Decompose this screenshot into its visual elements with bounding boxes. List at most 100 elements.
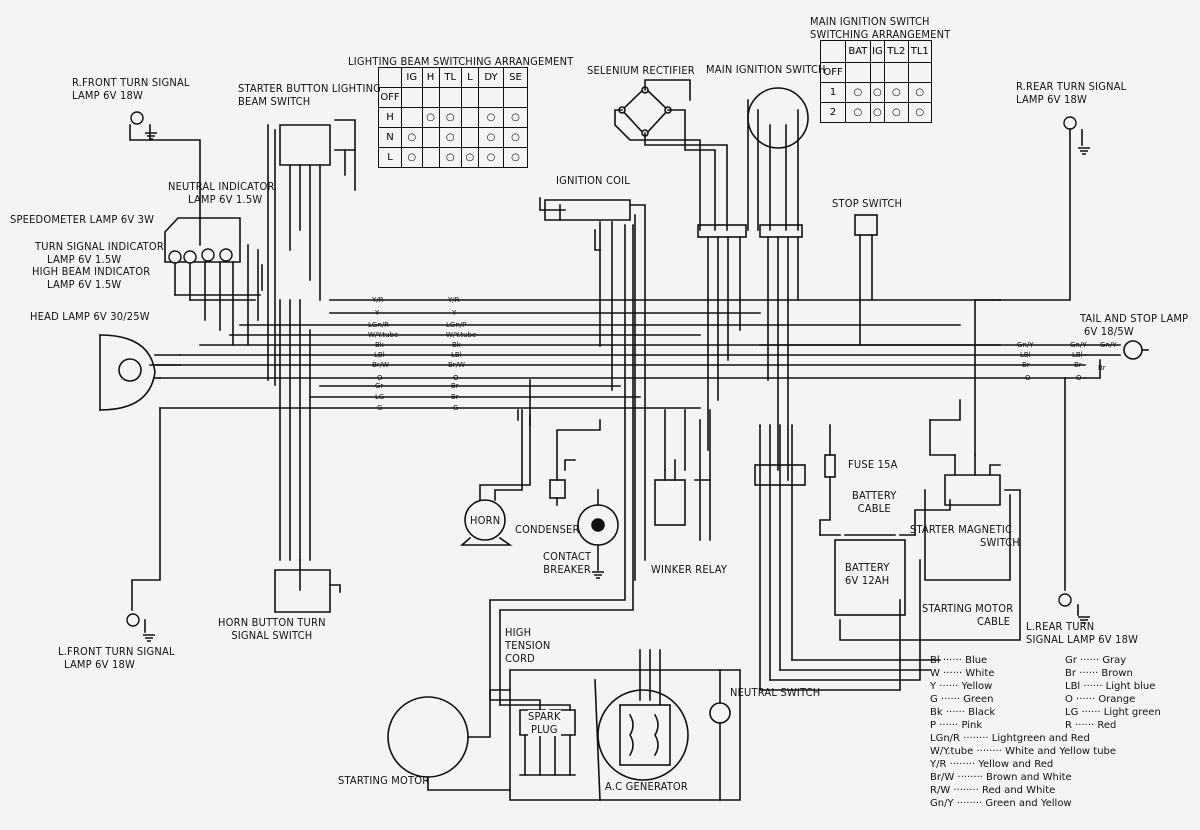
wire-tag-left: Gr: [375, 382, 384, 390]
label-ac-generator: A.C GENERATOR: [605, 780, 688, 793]
wire-tag-left: LBl: [374, 351, 385, 359]
legend-item: LBl ······ Light blue: [1065, 681, 1156, 692]
main-ignition-table: BAT IG TL2 TL1 OFF 1○○○○ 2○○○○: [819, 40, 933, 123]
lt-header-dy: DY: [477, 67, 504, 88]
label-neutral-switch: NEUTRAL SWITCH: [730, 686, 821, 699]
label-l-rear-turn: L.REAR TURN SIGNAL LAMP 6V 18W: [1026, 620, 1139, 646]
legend-item: O ······ Orange: [1065, 694, 1136, 705]
label-ignition-coil: IGNITION COIL: [556, 174, 630, 187]
label-tail-stop-lamp: TAIL AND STOP LAMP 6V 18/5W: [1080, 312, 1189, 338]
legend-item: R ······ Red: [1065, 720, 1117, 731]
label-main-ignition-switch: MAIN IGNITION SWITCH: [706, 63, 826, 76]
lt-header-tl: TL: [438, 67, 462, 88]
it-row-2: 2: [819, 102, 847, 123]
legend-item: Gn/Y ········ Green and Yellow: [930, 798, 1072, 809]
legend-item: R/W ········ Red and White: [930, 785, 1056, 796]
label-selenium-rectifier: SELENIUM RECTIFIER: [587, 64, 695, 77]
label-horn-button: HORN BUTTON TURN SIGNAL SWITCH: [218, 616, 326, 642]
wire-tag-left: O: [377, 374, 383, 382]
it-header-ig: IG: [869, 40, 886, 63]
legend-item: Br ······ Brown: [1065, 668, 1133, 679]
label-spark-plug: SPARK PLUG: [528, 710, 561, 736]
wire-tag-right: LBl: [451, 351, 462, 359]
wire-tag-tail: Br: [1098, 364, 1106, 372]
label-r-rear-turn: R.REAR TURN SIGNAL LAMP 6V 18W: [1016, 80, 1127, 106]
label-battery: BATTERY 6V 12AH: [845, 561, 890, 587]
label-l-front-turn: L.FRONT TURN SIGNAL LAMP 6V 18W: [58, 645, 175, 671]
color-legend: Bl ······ Blue W ······ White Y ······ Y…: [930, 654, 1195, 810]
legend-item: W ······ White: [930, 668, 995, 679]
wire-tag-right: LGn/P: [446, 321, 467, 329]
legend-item: LGn/R ········ Lightgreen and Red: [930, 733, 1090, 744]
label-high-tension-cord: HIGH TENSION CORD: [505, 626, 551, 665]
legend-item: Y ······ Yellow: [930, 681, 993, 692]
lt-header-l: L: [460, 67, 479, 88]
wire-tag-left: Br/W: [372, 361, 389, 369]
wire-tag-right: Y: [452, 309, 457, 317]
label-neutral-indicator: NEUTRAL INDICATOR LAMP 6V 1.5W: [168, 180, 275, 206]
it-header-bat: BAT: [845, 40, 871, 63]
label-winker-relay: WINKER RELAY: [651, 563, 728, 576]
it-header-tl2: TL2: [884, 40, 909, 63]
wire-tag-left: Y/R: [372, 296, 384, 304]
label-starting-motor-cable: STARTING MOTOR CABLE: [922, 602, 1014, 628]
wire-tag-left: Bk: [375, 341, 384, 349]
wire-tag-right: W/Y.tube: [446, 331, 477, 339]
wire-tag-tail: LBl: [1072, 351, 1083, 359]
legend-item: Bl ······ Blue: [930, 655, 988, 666]
wire-tag-right: O: [453, 374, 459, 382]
lt-row-n: N: [378, 127, 402, 148]
lt-row-off: OFF: [378, 87, 402, 108]
label-starter-button: STARTER BUTTON LIGHTING BEAM SWITCH: [238, 82, 382, 108]
wire-tag-right: G: [453, 404, 459, 412]
l-rear-turn-bulb: [1058, 593, 1072, 607]
r-front-turn-bulb: [130, 111, 144, 125]
label-condenser: CONDENSER: [515, 523, 580, 536]
label-horn: HORN: [470, 514, 501, 527]
label-main-ignition-arrangement: MAIN IGNITION SWITCH SWITCHING ARRANGEME…: [810, 15, 951, 41]
wire-tag-tail: O: [1076, 374, 1082, 382]
wire-tag-left: LG: [375, 393, 385, 401]
it-row-1: 1: [819, 82, 847, 103]
wire-tag-tail: LBl: [1020, 351, 1031, 359]
label-speedometer-lamp: SPEEDOMETER LAMP 6V 3W: [10, 213, 155, 226]
wire-tag-tail: Gn/Y: [1017, 341, 1034, 349]
label-high-beam-indicator: HIGH BEAM INDICATOR LAMP 6V 1.5W: [32, 265, 151, 291]
wire-tag-left: G: [377, 404, 383, 412]
label-r-front-turn: R.FRONT TURN SIGNAL LAMP 6V 18W: [72, 76, 190, 102]
wire-tag-left: LGn/R: [368, 321, 389, 329]
it-row-off: OFF: [819, 62, 847, 83]
label-stop-switch: STOP SWITCH: [832, 197, 903, 210]
wire-tag-left: W/Y.tube: [368, 331, 399, 339]
lt-row-l: L: [378, 147, 402, 168]
label-fuse: FUSE 15A: [848, 458, 898, 471]
legend-item: G ······ Green: [930, 694, 994, 705]
wire-tag-tail: Gn/Y: [1070, 341, 1087, 349]
wire-tag-tail: O: [1025, 374, 1031, 382]
legend-item: Bk ······ Black: [930, 707, 996, 718]
lt-header-se: SE: [502, 67, 529, 88]
lt-row-h: H: [378, 107, 402, 128]
legend-item: Gr ······ Gray: [1065, 655, 1127, 666]
wire-tag-right: Br/W: [448, 361, 465, 369]
legend-item: Y/R ········ Yellow and Red: [930, 759, 1054, 770]
l-front-turn-bulb: [126, 613, 140, 627]
label-battery-cable: BATTERY CABLE: [852, 489, 897, 515]
lt-header-h: H: [421, 67, 440, 88]
it-header-tl1: TL1: [907, 40, 933, 63]
label-starting-motor: STARTING MOTOR: [338, 774, 430, 787]
r-rear-turn-bulb: [1063, 116, 1077, 130]
lighting-beam-table: IG H TL L DY SE OFF H○○○○ N○○○○ L○○○○○: [378, 67, 529, 168]
legend-item: Br/W ········ Brown and White: [930, 772, 1072, 783]
label-turn-signal-indicator: TURN SIGNAL INDICATOR LAMP 6V 1.5W: [35, 240, 164, 266]
label-contact-breaker: CONTACT BREAKER: [543, 550, 592, 576]
label-starter-magnetic-switch: STARTER MAGNETIC SWITCH: [910, 523, 1020, 549]
wire-tag-right: Br: [451, 382, 459, 390]
wire-tag-left: Y: [375, 309, 380, 317]
wire-tag-tail: Br: [1074, 361, 1082, 369]
wire-tag-right: Y/R: [448, 296, 460, 304]
wire-tag-right: Br: [451, 393, 459, 401]
lt-header-ig: IG: [401, 67, 423, 88]
wire-tag-tail: Br: [1022, 361, 1030, 369]
